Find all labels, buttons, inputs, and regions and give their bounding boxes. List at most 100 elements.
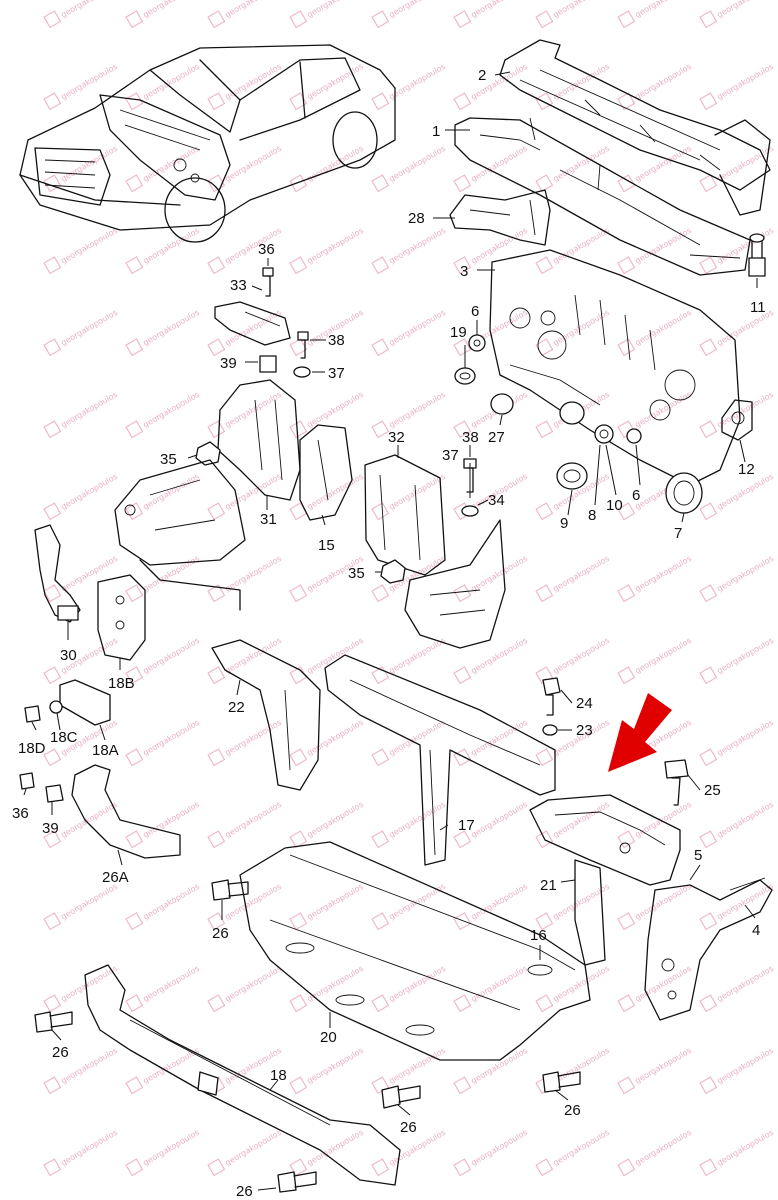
watermark-logo: georgakopoulos bbox=[453, 0, 529, 29]
callout-36-upper: 36 bbox=[258, 241, 275, 258]
watermark-logo: georgakopoulos bbox=[617, 62, 693, 111]
watermark-logo: georgakopoulos bbox=[453, 554, 529, 603]
watermark-text: georgakopoulos bbox=[469, 226, 529, 266]
watermark-logo: georgakopoulos bbox=[617, 390, 693, 439]
watermark-logo: georgakopoulos bbox=[371, 472, 447, 521]
watermark-logo: georgakopoulos bbox=[617, 308, 693, 357]
callout-39-upper: 39 bbox=[220, 355, 237, 372]
watermark-logo: georgakopoulos bbox=[371, 144, 447, 193]
watermark-logo: georgakopoulos bbox=[289, 472, 365, 521]
lower-left-small-fasteners bbox=[19, 772, 64, 803]
watermark-text: georgakopoulos bbox=[59, 1128, 119, 1168]
callout-2: 2 bbox=[478, 67, 486, 84]
watermark-text: georgakopoulos bbox=[387, 718, 447, 758]
watermark-logo: georgakopoulos bbox=[699, 1128, 775, 1177]
watermark-text: georgakopoulos bbox=[305, 882, 365, 922]
watermark-text: georgakopoulos bbox=[141, 390, 201, 430]
watermark-logo: georgakopoulos bbox=[453, 62, 529, 111]
watermark-text: georgakopoulos bbox=[715, 308, 775, 348]
watermark-text: georgakopoulos bbox=[59, 964, 119, 1004]
watermark-logo: georgakopoulos bbox=[125, 636, 201, 685]
watermark-logo: georgakopoulos bbox=[207, 636, 283, 685]
watermark-text: georgakopoulos bbox=[141, 1128, 201, 1168]
callout-16: 16 bbox=[530, 927, 547, 944]
watermark-text: georgakopoulos bbox=[305, 636, 365, 676]
watermark-logo: georgakopoulos bbox=[617, 1128, 693, 1177]
watermark-text: georgakopoulos bbox=[141, 800, 201, 840]
part-18a-18c-18d bbox=[24, 679, 111, 726]
callout-20: 20 bbox=[320, 1029, 337, 1046]
watermark-logo: georgakopoulos bbox=[125, 144, 201, 193]
part-22-side-member bbox=[211, 639, 321, 791]
watermark-logo: georgakopoulos bbox=[371, 226, 447, 275]
watermark-text: georgakopoulos bbox=[551, 1128, 611, 1168]
watermark-text: georgakopoulos bbox=[141, 226, 201, 266]
callout-18b: 18B bbox=[108, 675, 135, 692]
watermark-text: georgakopoulos bbox=[141, 0, 201, 19]
part-26a-bracket bbox=[71, 764, 181, 859]
watermark-text: georgakopoulos bbox=[387, 964, 447, 1004]
watermark-text: georgakopoulos bbox=[633, 144, 693, 184]
watermark-logo: georgakopoulos bbox=[535, 308, 611, 357]
watermark-text: georgakopoulos bbox=[715, 1128, 775, 1168]
part-18-lower-crossmember bbox=[84, 964, 401, 1186]
callout-6-upper: 6 bbox=[471, 303, 479, 320]
callout-21: 21 bbox=[540, 877, 557, 894]
watermark-text: georgakopoulos bbox=[387, 800, 447, 840]
part-12-valve bbox=[721, 399, 753, 441]
watermark-text: georgakopoulos bbox=[715, 390, 775, 430]
callout-11: 11 bbox=[750, 299, 766, 316]
watermark-text: georgakopoulos bbox=[141, 718, 201, 758]
watermark-logo: georgakopoulos bbox=[371, 964, 447, 1013]
watermark-text: georgakopoulos bbox=[469, 0, 529, 19]
watermark-logo: georgakopoulos bbox=[289, 1046, 365, 1095]
watermark-text: georgakopoulos bbox=[141, 882, 201, 922]
watermark-logo: georgakopoulos bbox=[289, 226, 365, 275]
part-5-and-4-right-member bbox=[644, 877, 773, 1021]
watermark-text: georgakopoulos bbox=[59, 0, 119, 19]
callout-18: 18 bbox=[270, 1067, 287, 1084]
watermark-text: georgakopoulos bbox=[223, 1128, 283, 1168]
watermark-text: georgakopoulos bbox=[469, 554, 529, 594]
part-31-wheelhouse-panel bbox=[217, 379, 301, 501]
watermark-text: georgakopoulos bbox=[141, 472, 201, 512]
watermark-text: georgakopoulos bbox=[387, 1046, 447, 1086]
watermark-text: georgakopoulos bbox=[223, 144, 283, 184]
part-3-bulkhead bbox=[489, 249, 741, 486]
watermark-logo: georgakopoulos bbox=[699, 62, 775, 111]
watermark-logo: georgakopoulos bbox=[289, 390, 365, 439]
watermark-logo: georgakopoulos bbox=[43, 1128, 119, 1177]
watermark-text: georgakopoulos bbox=[305, 390, 365, 430]
part-35-nut-upper bbox=[195, 441, 221, 466]
watermark-logo: georgakopoulos bbox=[535, 1128, 611, 1177]
watermark-logo: georgakopoulos bbox=[125, 882, 201, 931]
watermark-text: georgakopoulos bbox=[59, 62, 119, 102]
watermark-logo: georgakopoulos bbox=[699, 636, 775, 685]
watermark-logo: georgakopoulos bbox=[207, 554, 283, 603]
part-17-lock-carrier bbox=[324, 654, 556, 866]
watermark-logo: georgakopoulos bbox=[699, 964, 775, 1013]
callout-37-upper: 37 bbox=[328, 365, 345, 382]
watermark-logo: georgakopoulos bbox=[699, 0, 775, 29]
watermark-text: georgakopoulos bbox=[141, 308, 201, 348]
callout-26-e: 26 bbox=[236, 1183, 253, 1200]
watermark-logo: georgakopoulos bbox=[289, 144, 365, 193]
part-15-air-duct bbox=[299, 424, 353, 521]
callout-5: 5 bbox=[694, 847, 702, 864]
watermark-logo: georgakopoulos bbox=[289, 718, 365, 767]
watermark-text: georgakopoulos bbox=[223, 0, 283, 19]
watermark-text: georgakopoulos bbox=[551, 226, 611, 266]
watermark-logo: georgakopoulos bbox=[207, 1128, 283, 1177]
watermark-text: georgakopoulos bbox=[551, 554, 611, 594]
callout-31: 31 bbox=[260, 511, 277, 528]
watermark-text: georgakopoulos bbox=[469, 1128, 529, 1168]
watermark-text: georgakopoulos bbox=[141, 636, 201, 676]
callout-19: 19 bbox=[450, 324, 467, 341]
watermark-text: georgakopoulos bbox=[551, 964, 611, 1004]
watermark-text: georgakopoulos bbox=[551, 800, 611, 840]
watermark-logo: georgakopoulos bbox=[207, 800, 283, 849]
watermark-text: georgakopoulos bbox=[551, 308, 611, 348]
watermark-text: georgakopoulos bbox=[59, 800, 119, 840]
watermark-text: georgakopoulos bbox=[387, 882, 447, 922]
